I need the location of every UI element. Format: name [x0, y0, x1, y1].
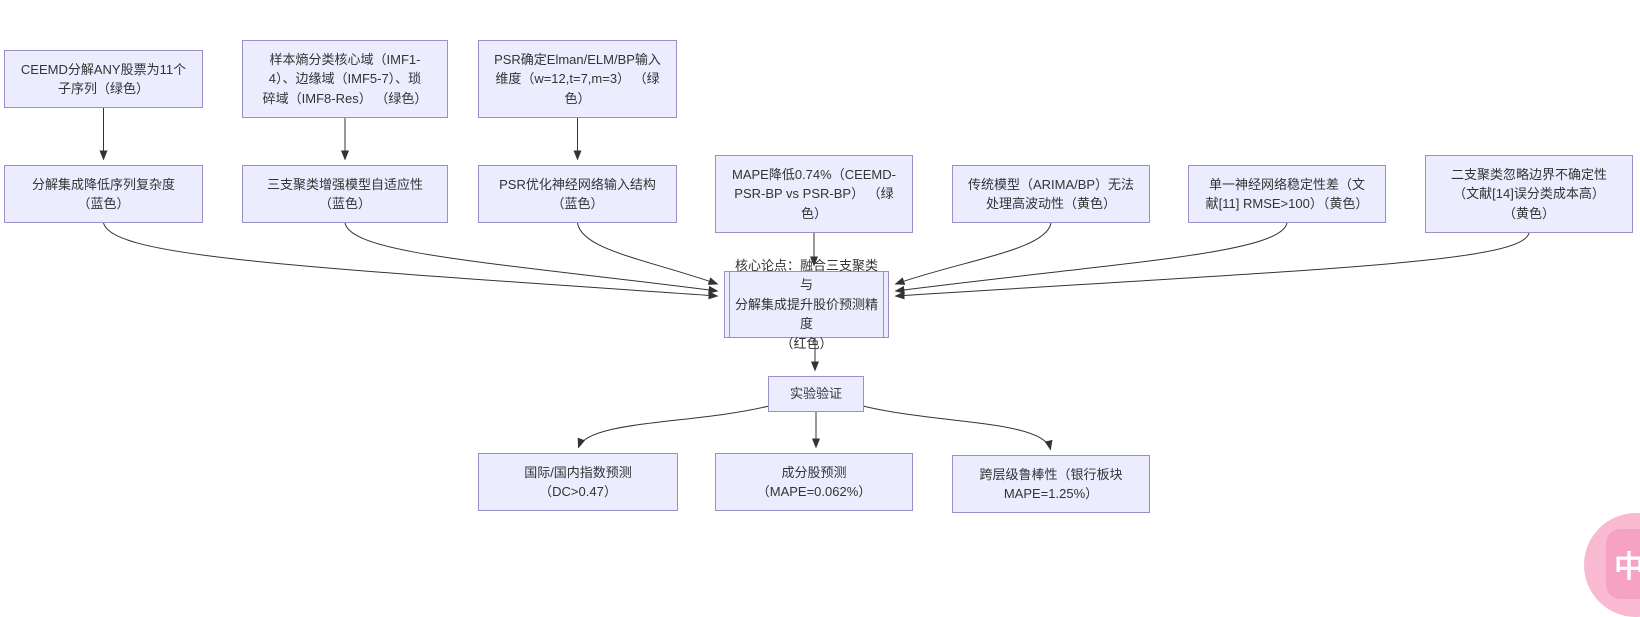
- node-b6: 单一神经网络稳定性差（文 献[11] RMSE>100）（黄色）: [1188, 165, 1386, 223]
- edge-exp-c1: [577, 405, 770, 449]
- edge-exp-c3: [862, 405, 1053, 451]
- node-b7: 二支聚类忽略边界不确定性 （文献[14]误分类成本高） （黄色）: [1425, 155, 1633, 233]
- node-c3: 跨层级鲁棒性（银行板块 MAPE=1.25%）: [952, 455, 1150, 513]
- flowchart-canvas: CEEMD分解ANY股票为11个 子序列（绿色） 样本熵分类核心域（IMF1- …: [4, 40, 1640, 617]
- node-b5: 传统模型（ARIMA/BP）无法 处理高波动性（黄色）: [952, 165, 1150, 223]
- edge-b1-core: [103, 222, 719, 300]
- edge-b3-core: [577, 222, 719, 285]
- node-c2: 成分股预测 （MAPE=0.062%）: [715, 453, 913, 511]
- node-b2: 三支聚类增强模型自适应性 （蓝色）: [242, 165, 448, 223]
- edge-layer: [99, 108, 1530, 451]
- edge-b6-core: [894, 222, 1288, 294]
- node-experiment: 实验验证: [768, 376, 864, 412]
- edge-b7-core: [894, 232, 1530, 300]
- node-c1: 国际/国内指数预测 （DC>0.47）: [478, 453, 678, 511]
- node-core-thesis: 核心论点：融合三支聚类与 分解集成提升股价预测精度 （红色）: [724, 258, 889, 351]
- translate-button-label: 中A: [1606, 529, 1640, 599]
- node-a1: CEEMD分解ANY股票为11个 子序列（绿色）: [4, 50, 203, 108]
- node-a3: PSR确定Elman/ELM/BP输入 维度（w=12,t=7,m=3） （绿 …: [478, 40, 677, 118]
- node-b4: MAPE降低0.74%（CEEMD- PSR-BP vs PSR-BP） （绿 …: [715, 155, 913, 233]
- edge-b5-core: [894, 222, 1052, 285]
- node-b1: 分解集成降低序列复杂度 （蓝色）: [4, 165, 203, 223]
- node-a2: 样本熵分类核心域（IMF1- 4）、边缘域（IMF5-7）、琐 碎域（IMF8-…: [242, 40, 448, 118]
- edge-b2-core: [344, 222, 719, 294]
- node-b3: PSR优化神经网络输入结构 （蓝色）: [478, 165, 677, 223]
